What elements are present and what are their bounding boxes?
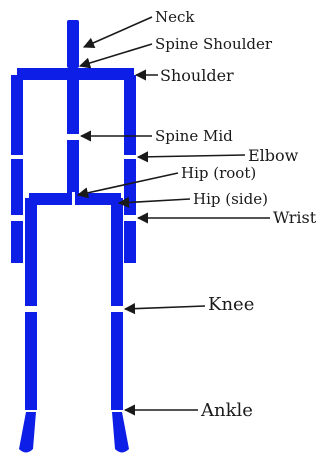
neck-arrow bbox=[84, 17, 152, 47]
spine-shoulder-arrow bbox=[80, 44, 152, 66]
ankle-label: Ankle bbox=[200, 400, 253, 421]
skeleton-figure bbox=[11, 20, 136, 453]
knee-arrow bbox=[125, 306, 205, 309]
right-shin bbox=[111, 312, 123, 410]
elbow-arrow bbox=[138, 155, 245, 157]
shoulder-bar bbox=[17, 68, 134, 80]
right-hand bbox=[124, 221, 136, 263]
spine-shoulder-label: Spine Shoulder bbox=[155, 35, 273, 53]
left-hand bbox=[11, 221, 23, 263]
left-foot bbox=[19, 412, 36, 453]
shoulder-label: Shoulder bbox=[160, 66, 234, 85]
lower-spine-segment bbox=[67, 140, 79, 196]
elbow-label: Elbow bbox=[248, 146, 299, 165]
spine-mid-label: Spine Mid bbox=[155, 127, 233, 145]
left-shin bbox=[25, 312, 37, 410]
hip-root-label: Hip (root) bbox=[181, 164, 256, 182]
left-upper-arm bbox=[11, 75, 23, 155]
knee-label: Knee bbox=[208, 294, 254, 315]
left-thigh bbox=[25, 198, 37, 306]
left-forearm bbox=[11, 159, 23, 215]
right-forearm bbox=[124, 159, 136, 215]
right-thigh bbox=[111, 198, 123, 306]
hip-side-label: Hip (side) bbox=[193, 190, 268, 208]
wrist-label: Wrist bbox=[273, 208, 317, 227]
right-foot bbox=[112, 412, 129, 453]
hip-root-gap bbox=[72, 192, 75, 206]
right-upper-arm bbox=[124, 75, 136, 155]
head-neck-segment bbox=[67, 20, 79, 68]
neck-label: Neck bbox=[155, 8, 195, 26]
